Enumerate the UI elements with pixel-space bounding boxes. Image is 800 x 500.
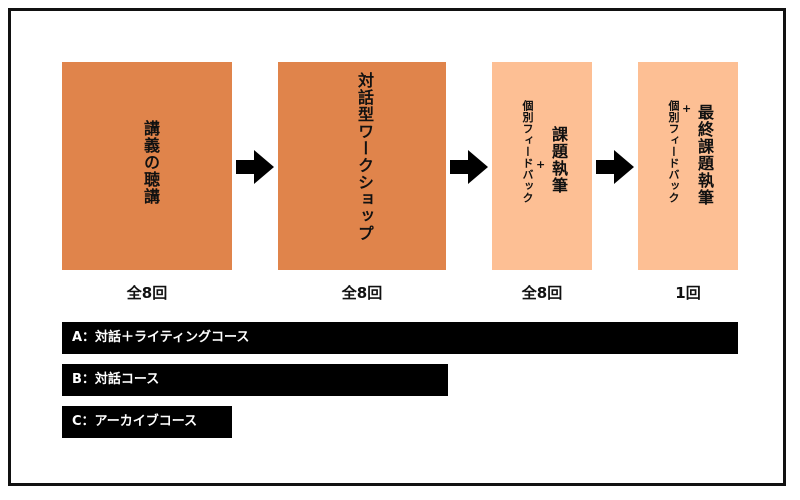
step-lecture-box: 講義の聴講 [62,62,232,270]
step-workshop-box: 対話型ワークショップ [278,62,446,270]
step-final-box: 最終課題執筆 + 個別フィードバック [638,62,738,270]
step-assignment-feedback: 個別フィードバック [521,100,534,204]
step-assignment-count: 全8回 [521,284,563,302]
step-final-title: 最終課題執筆 [695,104,714,206]
step-lecture-title: 講義の聴講 [141,120,160,205]
step-final-count: 1回 [675,284,701,302]
course-bar-c: C：アーカイブコース [62,406,232,438]
course-bar-b: B：対話コース [62,364,448,396]
step-assignment-box: 課題執筆 + 個別フィードバック [492,62,592,270]
course-bar-a: A：対話＋ライティングコース [62,322,738,354]
step-assignment-title: 課題執筆 [549,126,568,194]
step-final-feedback: 個別フィードバック [667,100,680,204]
arrow-right-icon [236,150,274,184]
plus-sign: + [682,102,692,115]
arrow-right-icon [596,150,634,184]
step-lecture-count: 全8回 [126,284,168,302]
arrow-right-icon [450,150,488,184]
diagram-frame [8,8,786,486]
step-workshop-title: 対話型ワークショップ [355,72,374,242]
plus-sign: + [536,158,546,171]
step-workshop-count: 全8回 [341,284,383,302]
